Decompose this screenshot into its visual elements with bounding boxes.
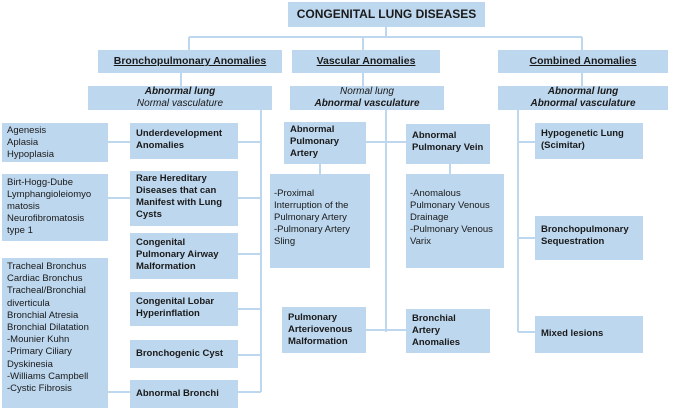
item-label: Underdevelopment Anomalies: [136, 128, 223, 151]
item-label: Congenital Pulmonary Airway Malformation: [136, 237, 219, 272]
item-bronchogenic-cyst: Bronchogenic Cyst: [130, 340, 238, 368]
detail-line: Interruption of the: [274, 200, 349, 211]
item-sequestration: Bronchopulmonary Sequestration: [535, 216, 643, 260]
detail-line: -Proximal: [274, 188, 315, 199]
details-pulmonary-vein: -Anomalous Pulmonary Venous Drainage -Pu…: [406, 174, 504, 268]
detail-line: Aplasia: [7, 137, 39, 148]
detail-line: Pulmonary Venous: [410, 200, 490, 211]
item-pulmonary-artery: Abnormal Pulmonary Artery: [284, 122, 366, 164]
item-label: Abnormal Bronchi: [136, 388, 219, 399]
detail-line: -Primary Ciliary: [7, 346, 72, 358]
detail-line: Tracheal/Bronchial: [7, 285, 86, 297]
detail-line: Tracheal Bronchus: [7, 261, 87, 272]
item-mixed-lesions: Mixed lesions: [535, 316, 643, 353]
subheader-line: Abnormal vasculature: [530, 98, 636, 109]
item-rare-hereditary: Rare Hereditary Diseases that can Manife…: [130, 171, 238, 226]
category-label: Combined Anomalies: [529, 55, 637, 67]
subheader-line: Normal vasculature: [136, 98, 224, 109]
category-label: Bronchopulmonary Anomalies: [113, 55, 267, 67]
detail-line: Hypoplasia: [7, 149, 54, 160]
detail-line: Agenesis: [7, 125, 47, 136]
item-label: Pulmonary Arteriovenous Malformation: [288, 312, 353, 347]
item-pavm: Pulmonary Arteriovenous Malformation: [282, 307, 366, 353]
title-text: CONGENITAL LUNG DISEASES: [296, 7, 477, 21]
subheader-line: Normal lung: [340, 86, 394, 97]
subheader-combined: Abnormal lung Abnormal vasculature: [498, 86, 668, 110]
detail-line: Birt-Hogg-Dube: [7, 177, 73, 188]
subheader-vascular: Normal lung Abnormal vasculature: [290, 86, 444, 110]
category-bronchopulmonary: Bronchopulmonary Anomalies: [98, 50, 282, 73]
details-underdevelopment: Agenesis Aplasia Hypoplasia: [2, 123, 108, 162]
item-label: Bronchogenic Cyst: [136, 348, 224, 359]
diagram-title: CONGENITAL LUNG DISEASES: [288, 2, 485, 27]
detail-line: Drainage: [410, 212, 449, 223]
item-label: Bronchopulmonary Sequestration: [541, 224, 629, 247]
detail-line: Cardiac Bronchus: [7, 273, 83, 285]
details-pulmonary-artery: -Proximal Interruption of the Pulmonary …: [270, 174, 370, 268]
subheader-line: Abnormal lung: [547, 86, 619, 97]
detail-line: matosis: [7, 201, 40, 212]
item-hypogenetic-lung: Hypogenetic Lung (Scimitar): [535, 123, 643, 159]
detail-line: type 1: [7, 225, 33, 236]
detail-line: Varix: [410, 236, 431, 247]
item-label: Bronchial Artery Anomalies: [412, 313, 461, 348]
item-label: Congenital Lobar Hyperinflation: [136, 296, 215, 319]
item-label: Mixed lesions: [541, 328, 604, 339]
item-bronchial-artery: Bronchial Artery Anomalies: [406, 309, 490, 353]
detail-line: -Cystic Fibrosis: [7, 383, 72, 395]
details-rare-hereditary: Birt-Hogg-Dube Lymphangioleiomyo matosis…: [2, 174, 108, 241]
details-abnormal-bronchi: Tracheal Bronchus Cardiac Bronchus Trach…: [2, 258, 108, 408]
detail-line: -Pulmonary Venous: [410, 224, 493, 235]
detail-line: Bronchial Atresia: [7, 309, 79, 321]
item-label: Abnormal Pulmonary Artery: [290, 124, 340, 159]
detail-line: -Anomalous: [410, 188, 461, 199]
subheader-line: Abnormal vasculature: [314, 98, 420, 109]
detail-line: Bronchial Dilatation: [7, 322, 89, 334]
detail-line: -Pulmonary Artery: [274, 224, 351, 235]
category-combined: Combined Anomalies: [498, 50, 668, 73]
item-underdevelopment: Underdevelopment Anomalies: [130, 123, 238, 159]
detail-line: -Mounier Kuhn: [7, 334, 70, 346]
subheader-line: Abnormal lung: [144, 86, 216, 97]
item-pulmonary-vein: Abnormal Pulmonary Vein: [406, 124, 490, 164]
category-label: Vascular Anomalies: [316, 55, 416, 67]
detail-line: -Williams Campbell: [7, 370, 89, 382]
detail-line: Pulmonary Artery: [274, 212, 347, 223]
item-label: Rare Hereditary Diseases that can Manife…: [136, 173, 223, 220]
item-label: Hypogenetic Lung (Scimitar): [541, 128, 624, 151]
item-clh: Congenital Lobar Hyperinflation: [130, 292, 238, 326]
item-label: Abnormal Pulmonary Vein: [412, 130, 484, 153]
detail-line: diverticula: [7, 297, 50, 309]
detail-line: Neurofibromatosis: [7, 213, 85, 224]
detail-line: Dyskinesia: [7, 358, 53, 370]
item-abnormal-bronchi: Abnormal Bronchi: [130, 380, 238, 408]
detail-line: Lymphangioleiomyo: [7, 189, 92, 200]
subheader-bronchopulmonary: Abnormal lung Normal vasculature: [88, 86, 272, 110]
category-vascular: Vascular Anomalies: [292, 50, 440, 73]
item-cpam: Congenital Pulmonary Airway Malformation: [130, 233, 238, 279]
detail-line: Sling: [274, 236, 296, 247]
